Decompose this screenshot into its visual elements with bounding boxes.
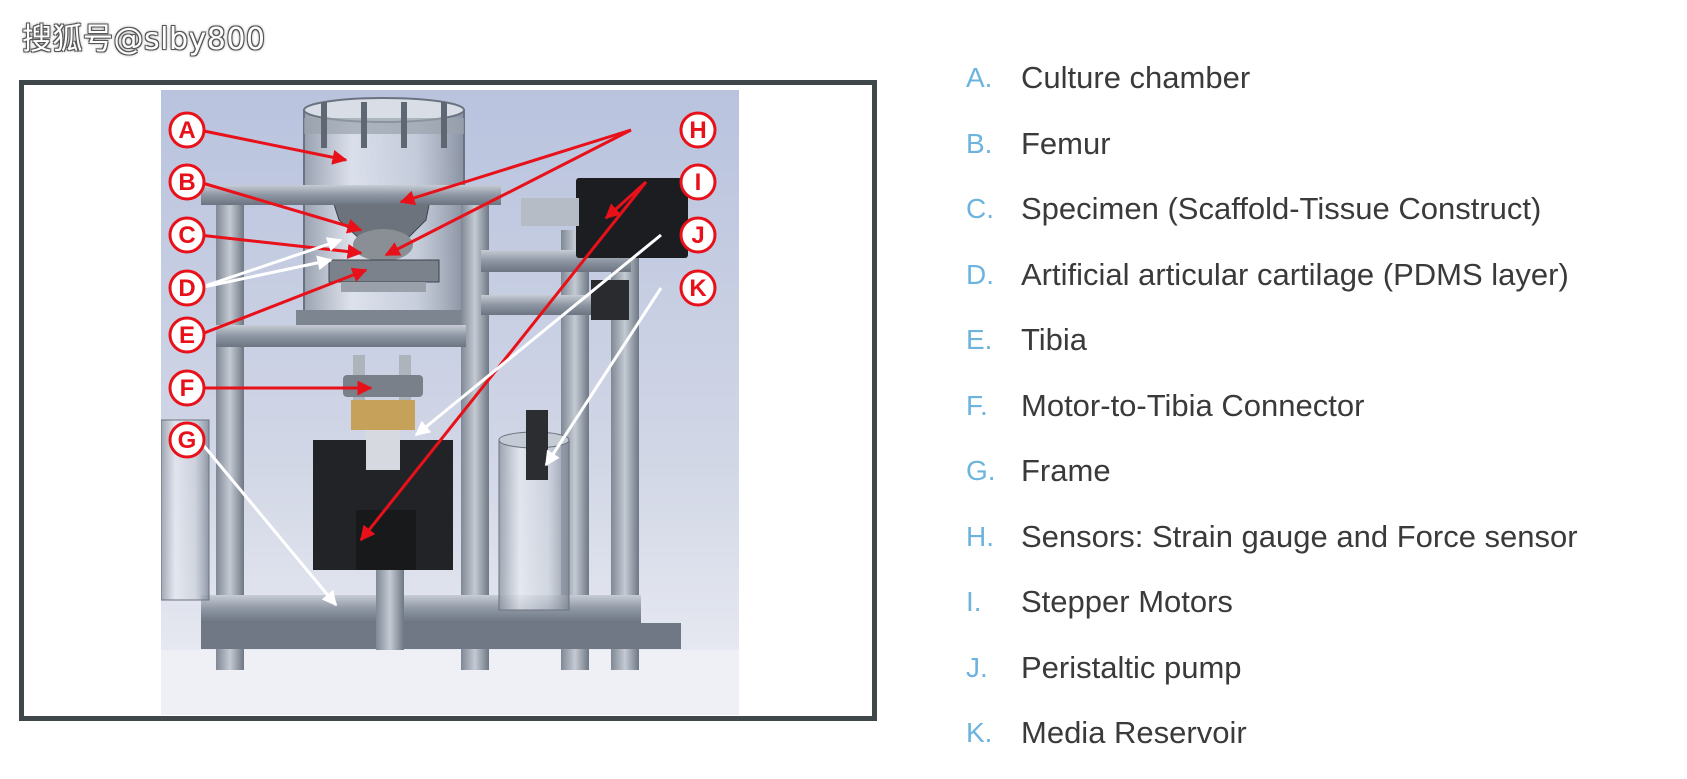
legend-text: Artificial articular cartilage (PDMS lay… bbox=[1021, 256, 1569, 292]
legend-letter: D. bbox=[966, 258, 994, 290]
callout-k: K bbox=[679, 269, 717, 307]
callout-b: B bbox=[168, 163, 206, 201]
legend-item: A. Culture chamber bbox=[966, 58, 1666, 124]
callout-c: C bbox=[168, 216, 206, 254]
legend-text: Femur bbox=[1021, 125, 1111, 161]
callout-arrow-d2 bbox=[198, 255, 333, 290]
callout-arrow-h1 bbox=[399, 128, 632, 206]
callout-g: G bbox=[168, 421, 206, 459]
callout-arrow-k bbox=[544, 287, 663, 467]
callout-f: F bbox=[168, 369, 206, 407]
svg-text:G: G bbox=[178, 427, 197, 454]
legend-letter: C. bbox=[966, 193, 994, 224]
legend-letter: B. bbox=[966, 127, 993, 159]
legend-letter: A. bbox=[966, 62, 993, 93]
legend-item: E. Tibia bbox=[966, 320, 1666, 386]
callout-arrow-i2 bbox=[359, 181, 648, 542]
callout-arrow-j bbox=[414, 233, 662, 437]
svg-text:E: E bbox=[179, 322, 195, 349]
svg-text:C: C bbox=[178, 222, 195, 249]
tibia bbox=[328, 259, 440, 292]
legend-letter: F. bbox=[966, 389, 988, 421]
legend-letter: K. bbox=[966, 717, 993, 748]
legend-item: B. Femur bbox=[966, 124, 1666, 190]
legend-item: D. Artificial articular cartilage (PDMS l… bbox=[966, 255, 1666, 321]
svg-text:I: I bbox=[695, 169, 702, 196]
svg-text:J: J bbox=[691, 222, 704, 249]
bioreactor-render: A B C D E F G H I J K bbox=[161, 90, 739, 715]
legend-text: Tibia bbox=[1021, 322, 1088, 357]
svg-text:F: F bbox=[180, 375, 195, 402]
svg-text:K: K bbox=[689, 275, 707, 302]
legend-item: K. Media Reservoir bbox=[966, 713, 1666, 779]
legend-text: Frame bbox=[1021, 453, 1111, 488]
callout-a: A bbox=[168, 111, 206, 149]
legend-text: Specimen (Scaffold-Tissue Construct) bbox=[1021, 191, 1542, 226]
watermark-text: 搜狐号@slby800 bbox=[22, 22, 266, 57]
callout-arrow-h2 bbox=[384, 128, 632, 257]
stepper-motors bbox=[313, 178, 688, 570]
callout-i: I bbox=[679, 163, 717, 201]
legend-letter: J. bbox=[966, 651, 988, 683]
callout-e: E bbox=[168, 316, 206, 354]
svg-text:A: A bbox=[178, 117, 195, 144]
callout-arrow-b bbox=[198, 180, 363, 234]
legend-item: H. Sensors: Strain gauge and Force sensor bbox=[966, 517, 1666, 583]
legend-letter: E. bbox=[966, 324, 993, 355]
legend-text: Motor-to-Tibia Connector bbox=[1021, 387, 1365, 423]
callout-h: H bbox=[679, 111, 717, 149]
legend-letter: G. bbox=[966, 455, 996, 486]
callout-arrow-a bbox=[198, 128, 348, 165]
legend-item: F. Motor-to-Tibia Connector bbox=[966, 386, 1666, 452]
callout-arrow-d1 bbox=[198, 237, 343, 290]
callout-arrow-e bbox=[198, 267, 368, 337]
legend-item: G. Frame bbox=[966, 451, 1666, 517]
legend-item: I. Stepper Motors bbox=[966, 582, 1666, 648]
callout-d: D bbox=[168, 269, 206, 307]
legend-text: Sensors: Strain gauge and Force sensor bbox=[1021, 518, 1578, 554]
parts-legend: A. Culture chamber B. Femur C. Specimen (Sc… bbox=[966, 58, 1666, 779]
legend-text: Media Reservoir bbox=[1021, 715, 1247, 750]
legend-item: J. Peristaltic pump bbox=[966, 648, 1666, 714]
legend-text: Peristaltic pump bbox=[1021, 649, 1242, 685]
svg-text:D: D bbox=[178, 275, 195, 302]
legend-text: Stepper Motors bbox=[1021, 584, 1233, 619]
legend-text: Culture chamber bbox=[1021, 60, 1251, 95]
legend-letter: I. bbox=[966, 586, 982, 617]
callout-j: J bbox=[679, 216, 717, 254]
svg-text:B: B bbox=[178, 169, 195, 196]
svg-text:H: H bbox=[689, 117, 706, 144]
legend-item: C. Specimen (Scaffold-Tissue Construct) bbox=[966, 189, 1666, 255]
legend-letter: H. bbox=[966, 520, 994, 552]
callout-arrow-g bbox=[197, 439, 338, 607]
